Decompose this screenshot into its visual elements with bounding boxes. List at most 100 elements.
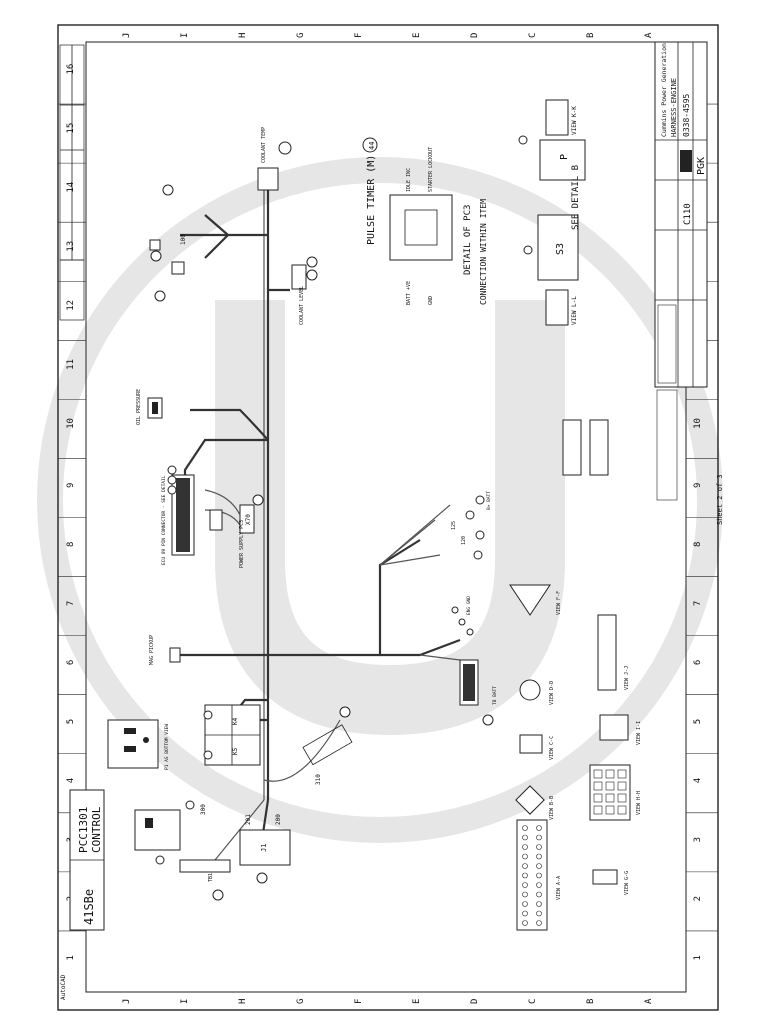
connector-pin	[536, 882, 542, 888]
coolant-level-connector: COOLANT LEVEL	[291, 256, 318, 325]
grid-column-label: 14	[66, 182, 76, 193]
connector-pin	[536, 825, 542, 831]
wire-200-label: 200	[275, 814, 282, 825]
connector-pin	[522, 882, 528, 888]
grid-row-label: H	[238, 33, 248, 38]
view-jj-label: VIEW J-J	[624, 666, 630, 690]
relay-k4-k5: K4 K5	[203, 704, 261, 766]
connector-pin	[522, 910, 528, 917]
receptacle-bottom-view: P1 AS BOTTOM VIEW	[107, 719, 170, 770]
view-hh-label: VIEW H-H	[636, 791, 642, 815]
grid-column-label: 9	[693, 483, 703, 488]
model-title-box: 41SBe PCC1301 CONTROL	[69, 789, 105, 931]
component-310	[302, 706, 353, 766]
grid-column-label: 10	[66, 418, 76, 429]
view-hh-connector: VIEW H-H	[589, 764, 642, 821]
connector-pin	[522, 863, 528, 869]
view-kk-label: VIEW K-K	[571, 106, 578, 135]
tb1-terminal: TB1	[179, 859, 231, 901]
inner-border	[85, 41, 687, 993]
small-views: VIEW D-D VIEW C-C VIEW B-B	[515, 679, 555, 820]
grid-row-label: F	[354, 33, 364, 38]
connector-pin	[605, 793, 615, 803]
ecu-connector-label: ECU 89 PIN CONNECTOR - SEE DETAIL	[161, 475, 167, 565]
connector-pin	[536, 901, 542, 907]
wire-x70-label: X70	[245, 514, 252, 525]
model-label: 41SBe	[82, 889, 96, 925]
connector-pin	[536, 920, 542, 926]
connector-pin	[522, 834, 528, 841]
tb-batt-label: TB BATT	[492, 686, 498, 705]
wire-125-label: 125	[451, 521, 457, 530]
grid-column-label: 16	[66, 64, 76, 75]
grid-row-label: H	[238, 999, 248, 1004]
view-ii-connector: VIEW I-I	[599, 714, 642, 745]
connector-pin	[536, 844, 542, 850]
view-aa-connector: VIEW A-A	[516, 819, 562, 931]
wire-120-label: 120	[461, 536, 467, 545]
wire-300-label: 300	[200, 804, 207, 815]
view-aa-label: VIEW A-A	[556, 876, 562, 900]
tb1-label: TB1	[208, 873, 214, 882]
grid-column-label: 7	[66, 601, 76, 606]
grid-row-label: A	[644, 998, 654, 1004]
pin-connector-detail	[562, 419, 609, 476]
drawing-title: HARNESS-ENGINE	[670, 78, 678, 137]
k5-label: K5	[232, 747, 239, 755]
connector-pin	[522, 901, 528, 907]
grid-column-label: 7	[693, 601, 703, 606]
size-code: C110	[683, 203, 693, 225]
coolant-temp-label: COOLANT TEMP	[261, 127, 267, 163]
control-label-1: PCC1301	[77, 807, 90, 853]
grid-row-label: J	[122, 999, 132, 1004]
connector-pin	[536, 863, 542, 869]
grid-column-label: 13	[66, 241, 76, 252]
view-jj-connector: VIEW J-J	[597, 614, 630, 691]
grid-row-label: F	[354, 999, 364, 1004]
k4-label: K4	[232, 717, 239, 725]
see-detail-b: SEE DETAIL B	[571, 165, 581, 230]
connector-pin	[593, 769, 603, 779]
grid-column-label: 15	[66, 123, 76, 134]
pulse-timer-detail: 44 PULSE TIMER (M) IDLE INC STARTER LOCK…	[362, 137, 488, 305]
bottom-view-label: P1 AS BOTTOM VIEW	[164, 724, 170, 770]
detail-pc3-label: DETAIL OF PC3	[463, 205, 473, 275]
pulse-timer-item: 44	[368, 142, 376, 150]
connector-pin	[522, 825, 528, 831]
grid-column-label: 12	[66, 300, 76, 311]
view-gg-label: VIEW G-G	[624, 871, 630, 895]
connector-pin	[605, 781, 615, 791]
component-300	[134, 800, 195, 865]
connector-pin	[593, 793, 603, 803]
pgk-code: PGK	[696, 157, 707, 175]
wire-100-label: 100	[180, 234, 187, 245]
oil-pressure-sensor: OIL PRESSURE	[136, 389, 163, 425]
ecu-connector: ECU 89 PIN CONNECTOR - SEE DETAIL	[161, 465, 195, 565]
grid-row-label: D	[470, 33, 480, 38]
b-batt-label: B+ BATT	[486, 491, 492, 510]
grid-row-label: D	[470, 999, 480, 1004]
grid-column-label: 6	[693, 660, 703, 665]
j1-label: J1	[260, 844, 268, 852]
grid-column-label: 9	[66, 483, 76, 488]
grid-column-label: 11	[66, 359, 76, 370]
grid-column-label: 8	[66, 542, 76, 547]
coolant-temp-connector: COOLANT TEMP	[257, 127, 292, 191]
grid-row-label: I	[180, 999, 190, 1004]
battery-terminals: B+ BATT 120 125	[451, 491, 492, 560]
grid-row-label: C	[528, 33, 538, 38]
control-label-2: CONTROL	[90, 806, 103, 853]
connector-pin	[617, 805, 627, 815]
power-supply: POWER SUPPLY PC3	[204, 489, 264, 568]
grid-column-label: 5	[66, 719, 76, 724]
grid-column-label: 3	[693, 837, 703, 842]
connector-pin	[617, 781, 627, 791]
sheet-number: Sheet 2 of 3	[716, 474, 724, 525]
pulse-timer-title: PULSE TIMER (M)	[366, 155, 377, 245]
view-ll-label: VIEW L-L	[571, 296, 578, 325]
grid-row-label: J	[122, 33, 132, 38]
j1-connector: J1	[239, 829, 291, 884]
harness-trunk	[180, 180, 461, 861]
top-sensors: 100	[149, 184, 187, 302]
coolant-level-label: COOLANT LEVEL	[299, 286, 305, 325]
